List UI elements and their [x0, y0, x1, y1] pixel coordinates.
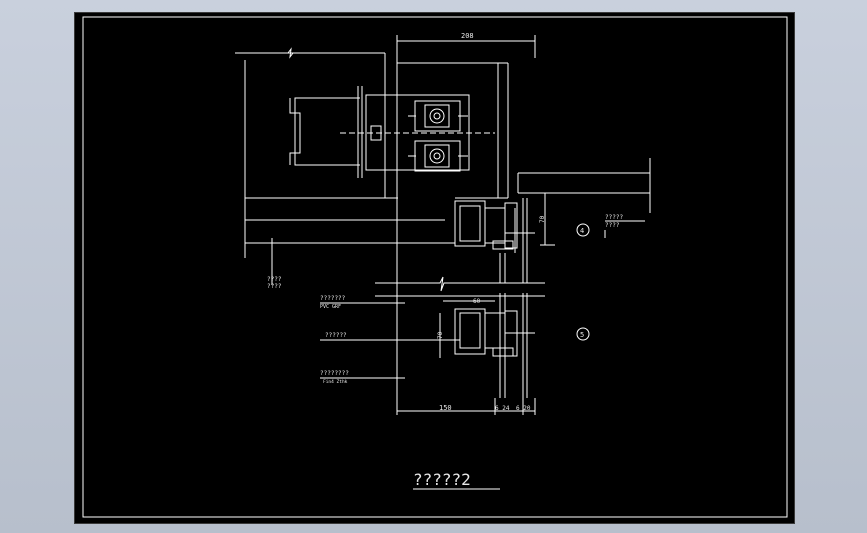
inner-border: [82, 16, 788, 518]
drawing-sheet: 208 70: [74, 12, 795, 524]
anchor-plate-upper: [408, 100, 468, 132]
break-line: [375, 276, 545, 297]
dim-inner-top-label: 60: [473, 298, 481, 305]
dim-bottom-mid-label: 6 24: [495, 405, 510, 412]
dim-bottom: [396, 398, 536, 415]
dim-inner-side-label: 70: [437, 331, 444, 339]
column-outline: [396, 62, 651, 398]
note-left-upper-2: ????: [267, 283, 282, 290]
note-right-upper-2: ????: [605, 222, 620, 229]
note-mid-3: ????????: [320, 370, 349, 377]
cad-drawing: 208 70: [82, 16, 788, 518]
u-bracket: [289, 86, 495, 178]
leaders: [320, 220, 645, 379]
drawing-title: ?????2: [413, 470, 471, 489]
callout-circle-5-label: 5: [580, 331, 584, 339]
dim-right-upper-label: 70: [539, 215, 546, 223]
mullion-lower: [439, 293, 535, 398]
note-right-upper: ?????: [605, 214, 623, 221]
note-mid-1-sub: PVC GRF: [320, 304, 341, 310]
anchor-plate-lower: [408, 140, 468, 172]
dim-top: [396, 35, 536, 63]
note-left-upper: ????: [267, 276, 282, 283]
callout-circle-4-label: 4: [580, 227, 584, 235]
callout-circle-4: [576, 223, 590, 237]
dim-top-label: 208: [461, 32, 474, 40]
note-mid-1: ???????: [320, 295, 346, 302]
dim-bottom-right-label: 6 20: [516, 405, 531, 412]
note-mid-3-sub: Fin4 Zthk: [323, 379, 348, 385]
dim-bottom-left-label: 150: [439, 404, 452, 412]
mullion-upper: [454, 198, 535, 283]
wall-section: [235, 47, 455, 285]
callout-circle-5: [576, 327, 590, 341]
dim-right-upper: [540, 192, 555, 246]
note-mid-2: ??????: [325, 332, 347, 339]
